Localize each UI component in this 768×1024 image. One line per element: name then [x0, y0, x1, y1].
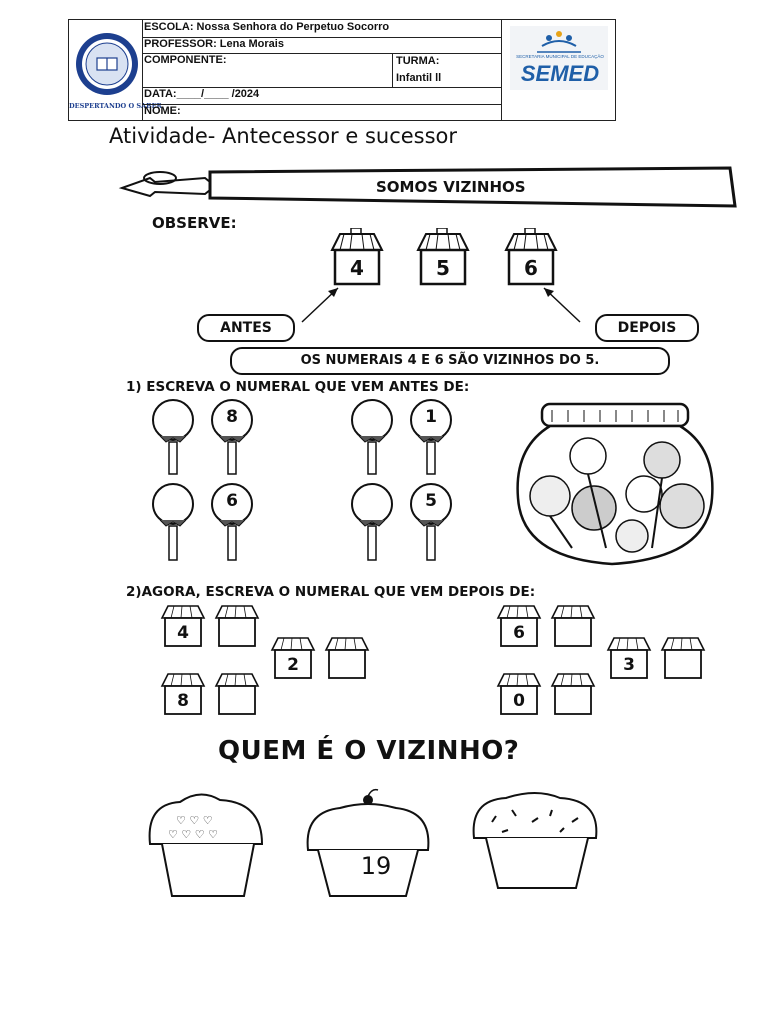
house-icon: [215, 605, 259, 647]
house-icon: [551, 605, 595, 647]
q2-bold: DEPOIS: [448, 584, 505, 600]
q2-house-number: 8: [177, 691, 189, 711]
activity-title: Atividade- Antecessor e sucessor: [109, 124, 458, 148]
q1-suffix: DE:: [438, 379, 470, 395]
logo-motto: DESPERTANDO O SABER: [69, 102, 162, 110]
banner-title: SOMOS VIZINHOS: [376, 178, 526, 196]
lollipop-icon: [351, 483, 393, 561]
q2-house-number: 2: [287, 655, 299, 675]
q2-house-number: 3: [623, 655, 635, 675]
house-icon: [330, 227, 384, 286]
candy-jar-icon: [516, 402, 714, 566]
q2-heading: 2)AGORA, ESCREVA O NUMERAL QUE VEM DEPOI…: [126, 584, 535, 600]
banner: [118, 166, 737, 208]
class-field-value: Infantil ll: [396, 72, 442, 84]
lollipop-icon: [410, 483, 452, 561]
example-house-number: 4: [350, 256, 364, 280]
q1-heading: 1) ESCREVA O NUMERAL QUE VEM ANTES DE:: [126, 379, 469, 395]
lollipop-grid: [152, 399, 452, 561]
semed-wordmark: SEMED: [520, 61, 600, 86]
lollipop-icon: [152, 399, 194, 475]
semed-logo: [510, 26, 608, 90]
class-field-label: TURMA:: [396, 55, 440, 67]
house-icon: [504, 227, 558, 286]
house-icon: [215, 673, 259, 715]
cupcake-icon: [472, 792, 598, 889]
q2-suffix: DE:: [504, 584, 536, 600]
q2-house-number: 4: [177, 623, 189, 643]
example-house-number: 6: [524, 256, 538, 280]
semed-subtitle: SECRETARIA MUNICIPAL DE EDUCAÇÃO: [516, 54, 604, 59]
school-logo-cell: DESPERTANDO O SABER: [69, 20, 162, 120]
lollipop-icon: [351, 399, 393, 475]
lollipop-icon: [211, 483, 253, 561]
svg-text:♡ ♡ ♡ ♡: ♡ ♡ ♡ ♡: [168, 828, 218, 841]
q2-prefix: 2)AGORA, ESCREVA O NUMERAL QUE VEM: [126, 584, 449, 600]
school-logo: [76, 33, 138, 95]
q2-house-number: 6: [513, 623, 525, 643]
example-house-2: 5: [412, 227, 474, 288]
q1-prefix: 1) ESCREVA O NUMERAL QUE VEM: [126, 379, 389, 395]
name-field: NOME:: [144, 105, 181, 117]
date-field: DATA:____/____ /2024: [144, 88, 260, 100]
arrows: [301, 287, 581, 323]
svg-text:♡ ♡ ♡: ♡ ♡ ♡: [176, 814, 213, 827]
example-house-number: 5: [436, 256, 450, 280]
q1-bold: ANTES: [388, 379, 439, 395]
after-label: DEPOIS: [595, 314, 699, 342]
example-house-1: 4: [326, 227, 388, 288]
cupcake-icon: [306, 788, 430, 897]
teacher-field: PROFESSOR: Lena Morais: [144, 38, 284, 50]
lollipop-number: 1: [425, 407, 437, 427]
example-house-3: 6: [500, 227, 562, 288]
lollipop-number: 5: [425, 491, 437, 511]
header-table: DESPERTANDO O SABER ESCOLA: Nossa Senhor…: [68, 19, 616, 121]
component-field: COMPONENTE:: [144, 54, 227, 66]
school-field: ESCOLA: Nossa Senhora do Perpetuo Socorr…: [144, 21, 390, 33]
cupcake-icon: ♡ ♡ ♡ ♡ ♡ ♡ ♡: [148, 793, 264, 897]
lollipop-icon: [211, 399, 253, 475]
house-icon: [661, 637, 705, 679]
q2-house-number: 0: [513, 691, 525, 711]
lollipop-icon: [410, 399, 452, 475]
cupcakes-row: ♡ ♡ ♡ ♡ ♡ ♡ ♡: [148, 788, 598, 897]
before-label: ANTES: [197, 314, 295, 342]
semed-logo-cell: SECRETARIA MUNICIPAL DE EDUCAÇÃO SEMED: [501, 20, 616, 120]
house-icon: [325, 637, 369, 679]
cupcake-number: 19: [360, 852, 392, 880]
house-icon: [551, 673, 595, 715]
lollipop-icon: [152, 483, 194, 561]
neighbors-statement: OS NUMERAIS 4 E 6 SÃO VIZINHOS DO 5.: [230, 347, 670, 375]
q3-title: QUEM É O VIZINHO?: [218, 736, 520, 766]
observe-label: OBSERVE:: [152, 214, 237, 232]
lollipop-number: 8: [226, 407, 238, 427]
lollipop-number: 6: [226, 491, 238, 511]
house-icon: [416, 227, 470, 286]
